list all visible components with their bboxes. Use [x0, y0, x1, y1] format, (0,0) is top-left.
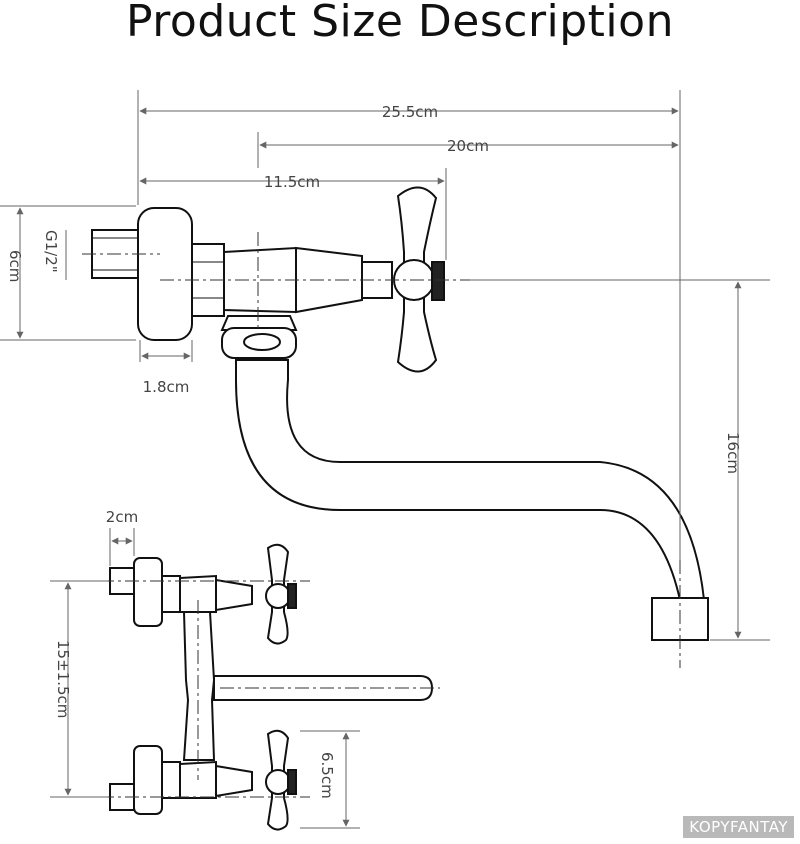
top-flange [133, 557, 163, 627]
bottom-flange [133, 745, 163, 815]
vertical-body [182, 611, 216, 761]
page-title: Product Size Description [126, 0, 674, 47]
dim-spout-length: 20cm [447, 137, 489, 155]
dim-body-length: 11.5cm [264, 173, 320, 191]
dim-flange-height: 6cm [6, 250, 24, 282]
handle-cap [431, 261, 445, 301]
faucet-side-view [91, 186, 709, 641]
wall-flange [137, 207, 193, 341]
dim-overall-length: 25.5cm [382, 103, 438, 121]
spout [235, 359, 706, 601]
dim-spout-height: 16cm [724, 432, 742, 474]
brand-watermark: KOPYFANTAY [683, 816, 794, 838]
dim-thread: G1/2" [42, 230, 60, 273]
dim-handle-offset: 6.5cm [318, 752, 336, 799]
dim-flange-width: 1.8cm [143, 378, 190, 396]
dim-center-distance: 15±1.5cm [54, 640, 72, 718]
faucet-front-view [109, 543, 434, 831]
dim-connector-length: 2cm [106, 508, 138, 526]
